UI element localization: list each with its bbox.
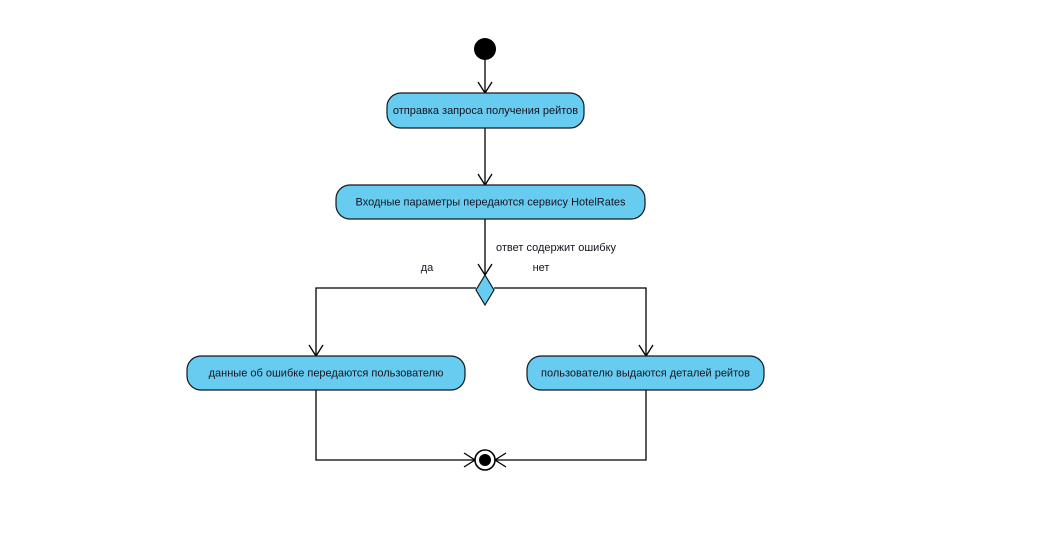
arrowheads-layer	[308, 81, 654, 468]
initial-node-circle-icon	[474, 38, 496, 60]
initial-node[interactable]	[474, 38, 496, 60]
decision-node[interactable]	[475, 273, 495, 307]
action-node-pass-parameters[interactable]: Входные параметры передаются сервису Hot…	[335, 184, 646, 220]
edge-action4-to-final	[495, 390, 647, 461]
edge-action3-to-final	[315, 390, 475, 461]
action-node-error-to-user[interactable]: данные об ошибке передаются пользователю	[186, 355, 466, 391]
final-node[interactable]	[474, 449, 496, 471]
edge-decision-to-action4	[494, 287, 647, 356]
action-node-shape	[386, 92, 585, 129]
decision-diamond-icon	[475, 273, 495, 307]
edge-labels-layer: ответ содержит ошибку да нет	[421, 242, 617, 274]
action-node-label: отправка запроса получения рейтов	[393, 105, 578, 117]
edge-decision-to-action3	[315, 287, 476, 356]
final-node-inner-circle-icon	[479, 454, 491, 466]
action-node-label: пользователю выдаются деталей рейтов	[541, 367, 750, 379]
guard-condition-label: ответ содержит ошибку	[496, 242, 617, 254]
action-node-send-request[interactable]: отправка запроса получения рейтов	[386, 92, 585, 129]
branch-label-yes: да	[421, 262, 434, 274]
action-node-rates-to-user[interactable]: пользователю выдаются деталей рейтов	[526, 355, 765, 391]
action-node-label: данные об ошибке передаются пользователю	[209, 367, 444, 379]
action-node-label: Входные параметры передаются сервису Hot…	[355, 196, 626, 208]
branch-label-no: нет	[533, 262, 550, 274]
edges-layer	[315, 60, 647, 461]
action-node-shape	[186, 355, 466, 391]
action-node-shape	[526, 355, 765, 391]
action-node-shape	[335, 184, 646, 220]
